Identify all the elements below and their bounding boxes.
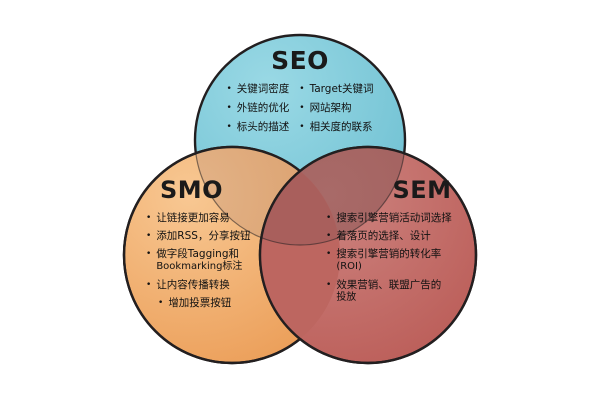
list-item: • 搜索引擎营销的转化率 (ROI) xyxy=(326,248,498,274)
smo-item-label: 让内容传播转换 xyxy=(156,278,230,291)
bullet-icon: • xyxy=(226,84,232,94)
bullet-icon: • xyxy=(146,279,152,290)
smo-item-label: 增加投票按钮 xyxy=(168,297,232,309)
bullet-icon: • xyxy=(326,231,332,242)
sem-item-list: • 搜索引擎营销活动词选择 • 着落页的选择、设计 • 搜索引擎营销的转化率 (… xyxy=(318,212,498,305)
seo-title: SEO xyxy=(271,46,329,75)
list-item: • 网站架构 xyxy=(299,102,373,115)
smo-item-label-line1: 做字段Tagging和 xyxy=(156,248,239,261)
sem-item-label-line1: 效果营销、联盟广告的 xyxy=(336,278,442,291)
bullet-icon: • xyxy=(146,231,152,242)
list-item: • 标头的描述 xyxy=(226,121,289,134)
sem-item-label-line2: 投放 xyxy=(336,292,357,303)
seo-item-label: Target关键词 xyxy=(309,83,374,95)
list-item: • Target关键词 xyxy=(299,83,373,96)
bullet-icon: • xyxy=(299,103,305,114)
sem-item-label-line2: (ROI) xyxy=(336,261,362,273)
bullet-icon: • xyxy=(226,122,232,133)
seo-items-right-column: • Target关键词 • 网站架构 • 相关度的联系 xyxy=(299,83,373,134)
seo-item-label: 关键词密度 xyxy=(236,83,290,95)
sem-circle-content: SEM • 搜索引擎营销活动词选择 • 着落页的选择、设计 • 搜索引擎营销的转… xyxy=(318,178,498,305)
smo-item-label: 让链接更加容易 xyxy=(156,212,230,224)
triple-overlap xyxy=(260,147,340,245)
sem-item-label-line1: 搜索引擎营销的转化率 xyxy=(336,248,442,261)
seo-item-label: 外链的优化 xyxy=(236,102,290,115)
seo-item-columns: • 关键词密度 • 外链的优化 • 标头的描述 • Target关键词 xyxy=(185,83,415,134)
list-item: • 做字段Tagging和 Bookmarking标注 xyxy=(146,248,303,274)
seo-circle-content: SEO • 关键词密度 • 外链的优化 • 标头的描述 • T xyxy=(185,48,415,134)
bullet-icon: • xyxy=(146,213,152,223)
list-item: • 让内容传播转换 xyxy=(146,279,303,292)
sem-item-label: 搜索引擎营销的转化率 (ROI) xyxy=(336,248,441,274)
list-item: • 搜索引擎营销活动词选择 xyxy=(326,212,498,225)
bullet-icon: • xyxy=(158,298,164,308)
list-item: • 外链的优化 xyxy=(226,102,289,115)
seo-item-label: 网站架构 xyxy=(309,102,352,115)
smo-item-label: 添加RSS，分享按钮 xyxy=(156,230,251,243)
seo-item-label: 相关度的联系 xyxy=(309,121,373,134)
smo-item-label-line2: Bookmarking标注 xyxy=(156,261,243,273)
smo-item-label: 做字段Tagging和 Bookmarking标注 xyxy=(156,248,242,274)
bullet-icon: • xyxy=(299,122,305,133)
bullet-icon: • xyxy=(226,103,232,114)
sem-item-label: 搜索引擎营销活动词选择 xyxy=(336,212,452,224)
bullet-icon: • xyxy=(146,249,152,260)
bullet-icon: • xyxy=(326,279,332,290)
bullet-icon: • xyxy=(326,249,332,260)
list-item: • 让链接更加容易 xyxy=(146,212,303,225)
smo-circle-content: SMO • 让链接更加容易 • 添加RSS，分享按钮 • 做字段Tagging和… xyxy=(128,178,303,310)
list-item: • 关键词密度 xyxy=(226,83,289,96)
list-item: • 增加投票按钮 xyxy=(146,297,303,310)
sem-item-label: 着落页的选择、设计 xyxy=(336,230,431,243)
smo-item-list: • 让链接更加容易 • 添加RSS，分享按钮 • 做字段Tagging和 Boo… xyxy=(128,212,303,310)
bullet-icon: • xyxy=(299,84,305,94)
sem-title: SEM xyxy=(392,176,452,204)
smo-title: SMO xyxy=(160,176,224,204)
seo-items-left-column: • 关键词密度 • 外链的优化 • 标头的描述 xyxy=(226,83,289,134)
sem-item-label: 效果营销、联盟广告的 投放 xyxy=(336,279,441,305)
list-item: • 添加RSS，分享按钮 xyxy=(146,230,303,243)
seo-item-label: 标头的描述 xyxy=(236,121,290,134)
list-item: • 效果营销、联盟广告的 投放 xyxy=(326,279,498,305)
list-item: • 着落页的选择、设计 xyxy=(326,230,498,243)
list-item: • 相关度的联系 xyxy=(299,121,373,134)
bullet-icon: • xyxy=(326,213,332,223)
